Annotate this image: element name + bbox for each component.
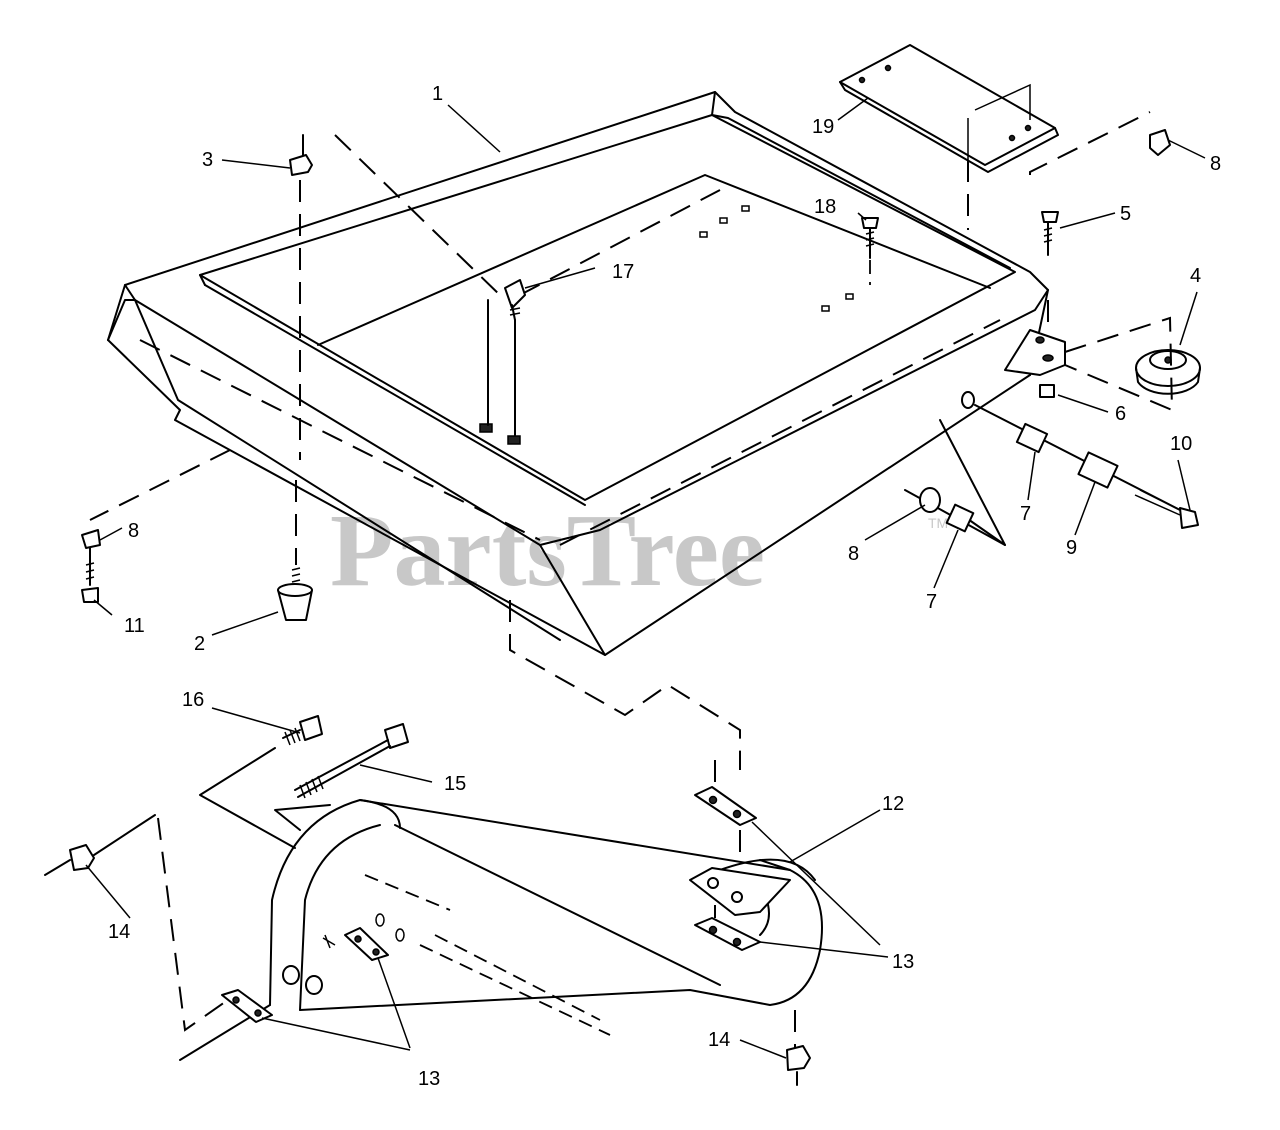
callout-13b: 13 (418, 1068, 440, 1090)
bolt-15 (294, 723, 409, 799)
plate-13-left (221, 989, 273, 1023)
callout-17: 17 (612, 261, 634, 283)
nut-14-right (786, 1045, 811, 1071)
callout-1: 1 (432, 83, 443, 105)
watermark-text: PartsTree (330, 493, 765, 608)
callout-16: 16 (182, 689, 204, 711)
callout-14a: 14 (108, 921, 130, 943)
callout-8b: 8 (128, 520, 139, 542)
pivot-assembly (904, 391, 1199, 546)
callout-8c: 8 (848, 543, 859, 565)
callout-13a: 13 (892, 951, 914, 973)
callout-12: 12 (882, 793, 904, 815)
callout-7a: 7 (1020, 503, 1031, 525)
callout-19: 19 (812, 116, 834, 138)
nut-6 (1039, 384, 1055, 398)
nut-8-right (1149, 129, 1171, 156)
nut-8-left (81, 449, 231, 603)
callout-2: 2 (194, 633, 205, 655)
callout-8a: 8 (1210, 153, 1221, 175)
callout-4: 4 (1190, 265, 1201, 287)
callout-9: 9 (1066, 537, 1077, 559)
bracket-pivot (1004, 329, 1066, 376)
callout-3: 3 (202, 149, 213, 171)
plate-13-right-bottom (694, 917, 761, 951)
clamp-band (179, 799, 823, 1061)
plate-13-right-mid (689, 867, 791, 916)
leader-lines (85, 97, 1206, 1059)
plate-13-center (344, 927, 389, 961)
nut-3 (289, 134, 313, 460)
plate-19 (839, 44, 1059, 173)
watermark-trademark: TM (928, 515, 948, 531)
callout-7b: 7 (926, 591, 937, 613)
callout-5: 5 (1120, 203, 1131, 225)
plate-13-right-top (694, 786, 757, 826)
callout-11: 11 (124, 615, 145, 637)
bolt-18 (861, 217, 879, 285)
callout-6: 6 (1115, 403, 1126, 425)
callout-18: 18 (814, 196, 836, 218)
pulley-4 (1135, 349, 1201, 395)
callout-15: 15 (444, 773, 466, 795)
foot-2 (277, 480, 313, 621)
bolt-16 (282, 715, 323, 746)
callout-14b: 14 (708, 1029, 730, 1051)
nut-14-left (69, 844, 95, 871)
callout-labels: 1 2 3 4 5 6 7 7 8 8 8 9 10 11 12 13 13 1… (108, 83, 1221, 1090)
bolt-5 (1041, 211, 1059, 256)
pad-17 (487, 279, 526, 436)
callout-10: 10 (1170, 433, 1192, 455)
tray-frame (107, 91, 1049, 656)
